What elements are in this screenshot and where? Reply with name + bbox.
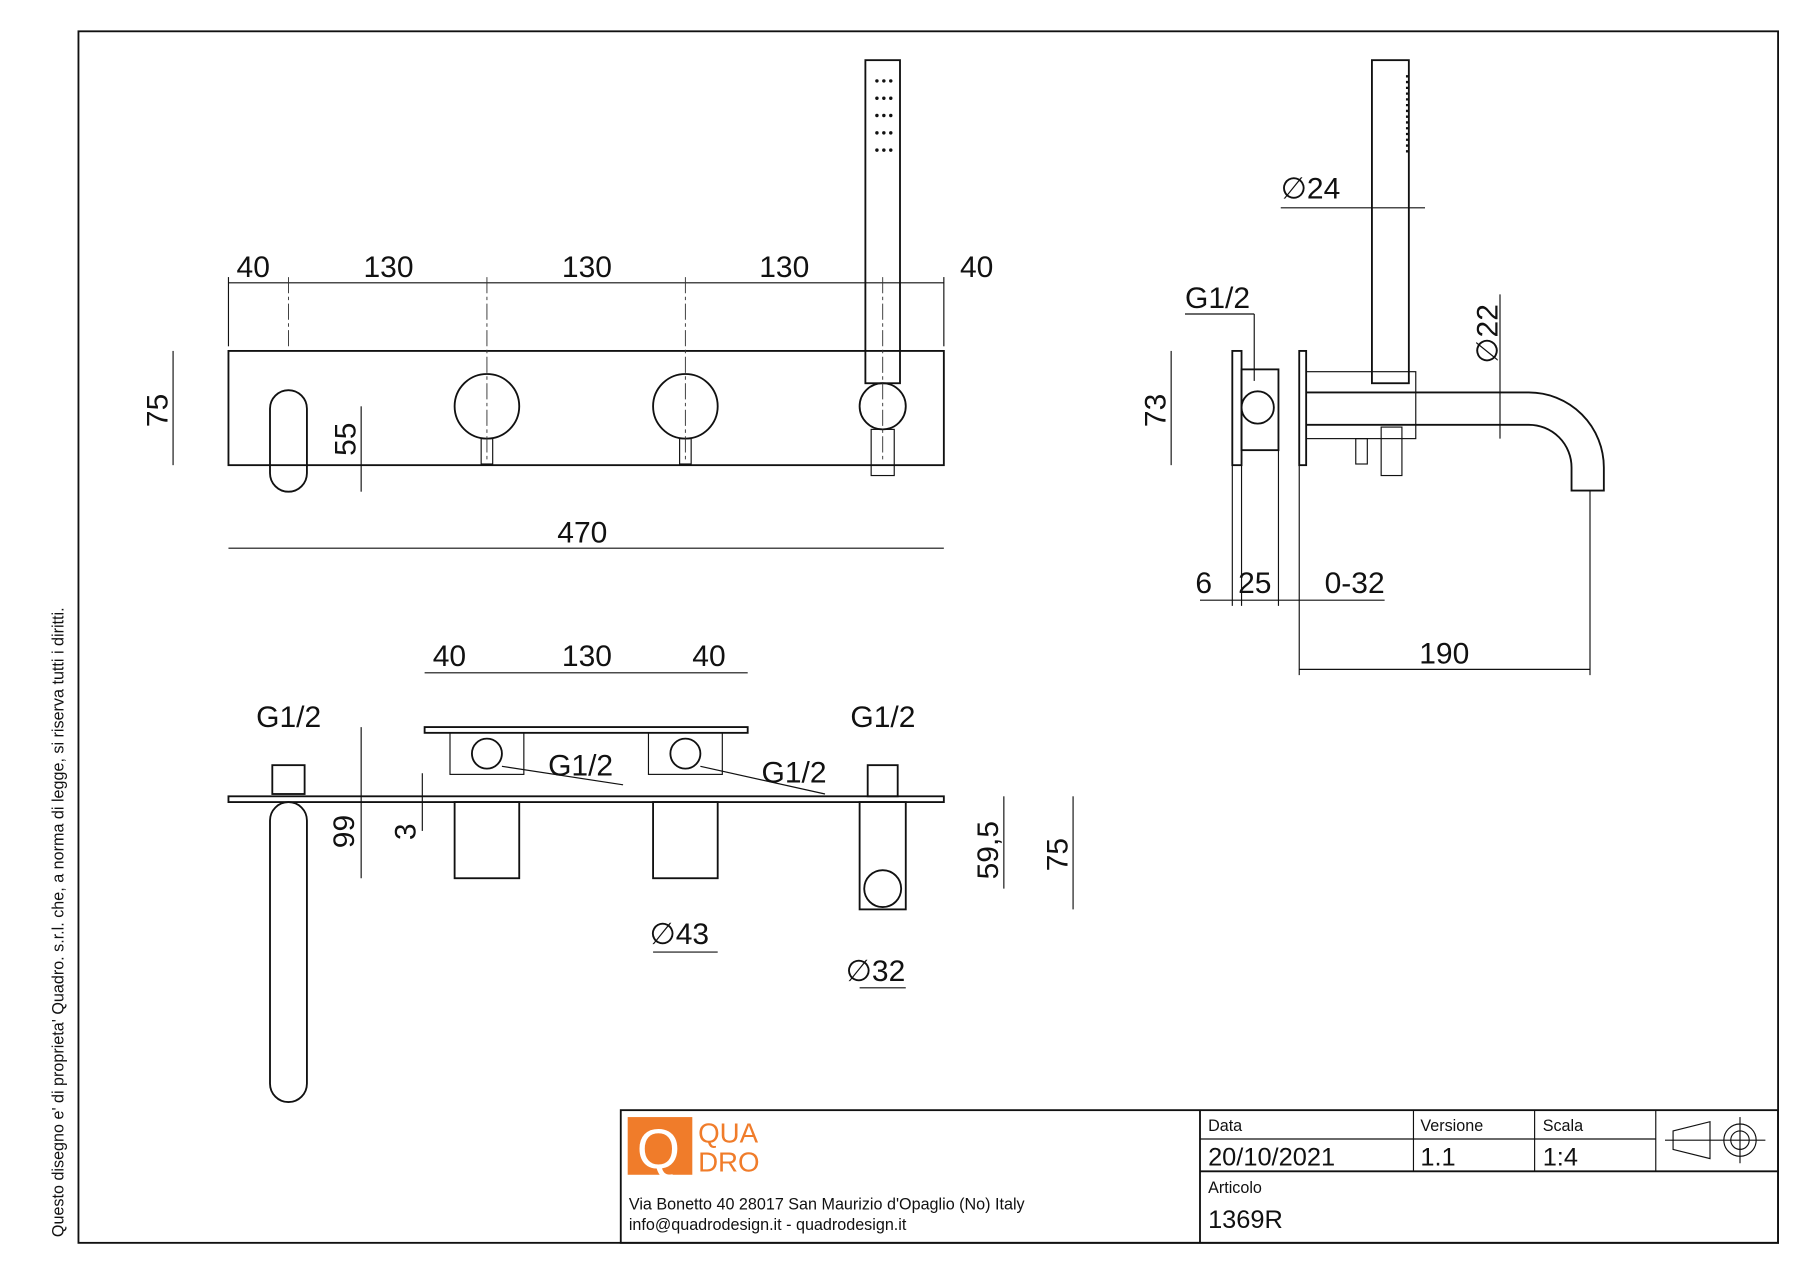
dimension-label: 99 — [328, 815, 361, 848]
side-view: ∅24 G1/2 ∅22 73 6 25 0-32 190 — [1139, 59, 1605, 676]
dimension-label: info@quadrodesign.it - quadrodesign.it — [629, 1216, 907, 1234]
dimension-label: 55 — [329, 423, 362, 456]
dimension-label: 59,5 — [972, 821, 1005, 879]
dimension-label: 40 — [237, 251, 270, 284]
dimension-label: 130 — [562, 251, 612, 284]
dimension-label: Data — [1208, 1117, 1242, 1135]
dimension-label: G1/2 — [762, 756, 827, 789]
dimension-label: Q — [637, 1118, 680, 1180]
dimension-label: 75 — [141, 394, 174, 427]
dimension-label: 130 — [759, 251, 809, 284]
dimension-label: 40 — [433, 640, 466, 673]
title-block: Q QUA DRO Via Bonetto 40 28017 San Mauri… — [619, 1109, 1779, 1244]
dimension-label: 6 — [1195, 567, 1212, 600]
dimension-label: ∅22 — [1472, 304, 1505, 364]
dimension-label: 3 — [389, 823, 422, 840]
projection-symbol-icon — [1664, 1117, 1766, 1164]
dimension-label: QUA — [698, 1117, 759, 1148]
dimension-label: 130 — [562, 640, 612, 673]
dimension-label: G1/2 — [548, 750, 613, 783]
dimension-label: ∅32 — [846, 955, 906, 988]
dimension-label: 1369R — [1208, 1206, 1283, 1234]
dimension-label: Via Bonetto 40 28017 San Maurizio d'Opag… — [629, 1195, 1026, 1213]
quadro-logo: Q QUA DRO — [627, 1117, 760, 1180]
copyright-text: Questo disegno e' di proprieta' Quadro. … — [49, 607, 67, 1237]
dimension-label: G1/2 — [1185, 282, 1250, 315]
dimension-label: 25 — [1238, 567, 1271, 600]
dimension-label: 40 — [692, 640, 725, 673]
dimension-label: 75 — [1041, 838, 1074, 871]
top-view: 40 130 40 G1/2 G1/2 G1/2 G1/2 99 3 59,5 … — [227, 640, 1074, 1103]
drawing-border — [77, 30, 1779, 1244]
dimension-label: 130 — [363, 251, 413, 284]
dimension-label: Scala — [1543, 1117, 1583, 1135]
dimension-label: G1/2 — [850, 701, 915, 734]
dimension-label: 190 — [1419, 638, 1469, 671]
dimension-label: 73 — [1139, 394, 1172, 427]
dimension-label: 20/10/2021 — [1208, 1144, 1335, 1172]
front-view: 40 130 130 130 40 75 55 470 — [141, 59, 993, 549]
dimension-label: 1:4 — [1543, 1144, 1578, 1172]
dimension-label: 0-32 — [1325, 567, 1385, 600]
dimension-label: 470 — [557, 516, 607, 549]
dimension-label: 40 — [960, 251, 993, 284]
dimension-label: DRO — [698, 1146, 760, 1177]
dimension-label: Articolo — [1208, 1179, 1262, 1197]
dimension-label: 1.1 — [1420, 1144, 1455, 1172]
dimension-label: Versione — [1420, 1117, 1483, 1135]
dimension-label: ∅24 — [1281, 173, 1341, 206]
dimension-label: ∅43 — [650, 918, 710, 951]
dimension-label: G1/2 — [256, 701, 321, 734]
